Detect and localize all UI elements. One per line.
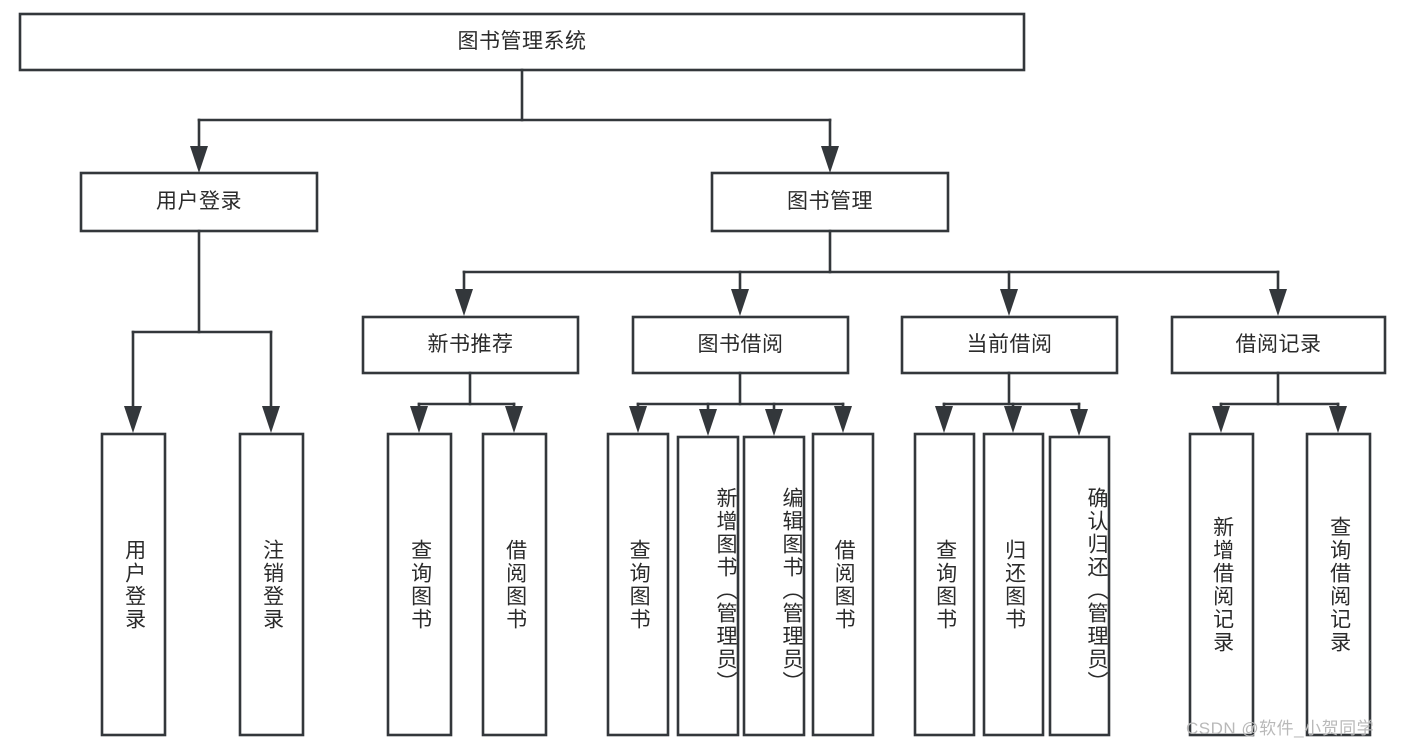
node-box-leaf-query-book-3[interactable] [913,432,976,737]
node-box-leaf-user-logout[interactable] [238,432,305,737]
arrow-head-icon [190,146,208,173]
arrow-head-icon [629,406,647,433]
arrow-head-icon [1004,406,1022,433]
node-box-leaf-borrow-book-2[interactable] [811,432,875,737]
arrow-head-icon [1000,289,1018,316]
node-box-leaf-user-login[interactable] [100,432,167,737]
arrow-head-icon [935,406,953,433]
connector-book-manage-to-level2 [455,229,1287,316]
node-box-leaf-edit-book[interactable] [742,435,806,737]
arrow-head-icon [821,146,839,173]
arrow-head-icon [262,406,280,433]
arrow-head-icon [1070,409,1088,436]
arrow-head-icon [410,406,428,433]
connector-root-to-level1 [190,68,839,173]
arrow-head-icon [505,406,523,433]
arrow-head-icon [1212,406,1230,433]
arrow-head-icon [455,289,473,316]
arrow-head-icon [765,409,783,436]
arrow-head-icon [1329,406,1347,433]
node-box-user-login[interactable] [79,171,319,233]
node-box-leaf-return-book[interactable] [982,432,1045,737]
connector-current-borrow-to-leaves [935,371,1088,436]
arrow-head-icon [699,409,717,436]
arrow-head-icon [834,406,852,433]
node-box-leaf-confirm-return[interactable] [1048,435,1111,737]
connector-user-login-to-leaves [124,229,280,433]
arrow-head-icon [731,289,749,316]
node-box-leaf-add-book[interactable] [676,435,740,737]
node-box-new-book-rec[interactable] [361,315,580,375]
node-box-borrow-record[interactable] [1170,315,1387,375]
node-box-leaf-borrow-book-1[interactable] [481,432,548,737]
node-box-current-borrow[interactable] [900,315,1119,375]
node-box-leaf-query-record[interactable] [1305,432,1372,737]
node-box-book-borrow[interactable] [631,315,850,375]
node-box-leaf-add-record[interactable] [1188,432,1255,737]
arrow-head-icon [124,406,142,433]
arrow-head-icon [1269,289,1287,316]
connector-borrow-record-to-leaves [1212,371,1347,433]
node-box-book-manage[interactable] [710,171,950,233]
connector-new-book-rec-to-leaves [410,371,523,433]
csdn-watermark: CSDN @软件_小贺同学 [1186,719,1375,738]
connector-book-borrow-to-leaves [629,371,852,436]
node-box-leaf-query-book-1[interactable] [386,432,453,737]
node-box-root[interactable] [18,12,1026,72]
node-box-leaf-query-book-2[interactable] [606,432,670,737]
